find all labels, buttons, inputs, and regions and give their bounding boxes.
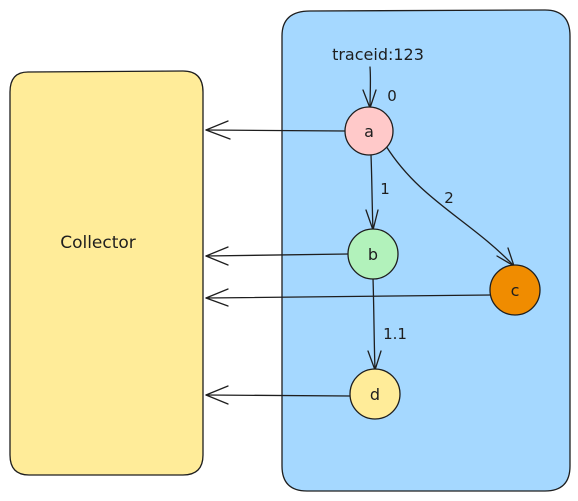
node-b-label: b [368,245,378,264]
collector-box: Collector [9,70,204,476]
service-box [281,9,571,492]
collector-shape [9,70,204,476]
collector-label: Collector [60,233,136,253]
node-c-circle [489,264,541,316]
node-a-label: a [364,122,374,141]
node-d-circle [349,368,401,420]
report-arrow-d [205,385,351,405]
trace-id-label: traceid:123 [332,45,424,64]
node-b: b [347,228,399,280]
report-arrow-a [205,120,346,140]
edge-label-0: 0 [387,87,397,105]
report-arrow-c [205,288,492,307]
node-d-label: d [370,385,380,404]
node-a: a [344,106,394,156]
node-b-circle [347,228,399,280]
edge-label-1-1: 1.1 [383,325,407,343]
node-d: d [349,368,401,420]
service-shape [281,9,571,492]
node-c-label: c [511,281,520,300]
edge-label-2: 2 [444,189,454,207]
node-c: c [489,264,541,316]
report-arrow-b [205,246,349,266]
edge-label-1: 1 [380,180,390,198]
node-a-circle [344,106,394,156]
